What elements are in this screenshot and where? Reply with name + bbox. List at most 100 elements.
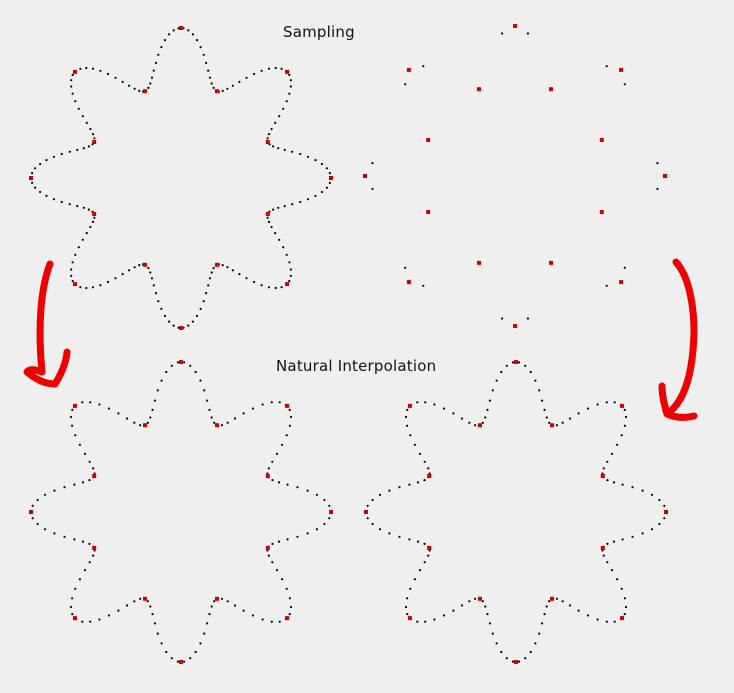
curve-dot xyxy=(388,489,391,492)
curve-dot xyxy=(266,137,269,140)
curve-dot xyxy=(172,324,175,327)
curve-dot xyxy=(404,83,407,86)
curve-dot xyxy=(416,620,419,623)
curve-dot xyxy=(416,401,419,404)
curve-dot xyxy=(474,597,477,600)
curve-dot xyxy=(271,542,274,546)
curve-dot xyxy=(233,417,237,420)
sample-point xyxy=(514,660,518,664)
curve-dot xyxy=(602,554,605,557)
curve-dot xyxy=(81,481,85,484)
curve-dot xyxy=(612,481,616,484)
sample-point xyxy=(363,174,367,178)
curve-dot xyxy=(278,620,281,623)
curve-dot xyxy=(641,532,644,535)
curve-dot xyxy=(170,657,173,660)
curve-dot xyxy=(568,604,572,607)
curve-dot xyxy=(291,150,294,153)
sample-point xyxy=(92,546,97,550)
curve-dot xyxy=(202,300,205,303)
curve-dot xyxy=(586,407,590,410)
curve-dot xyxy=(283,148,286,151)
curve-dot xyxy=(208,277,212,280)
curve-dot xyxy=(226,421,229,424)
sample-point xyxy=(513,324,517,328)
curve-dot xyxy=(460,604,464,607)
curve-dot xyxy=(296,535,299,538)
curve-dot xyxy=(231,84,234,87)
curve-dot xyxy=(139,424,142,427)
curve-dot xyxy=(270,127,273,131)
curve-dot xyxy=(76,148,79,151)
curve-dot xyxy=(245,76,248,79)
curve-dot xyxy=(163,39,167,42)
curve-dot xyxy=(208,76,212,79)
sample-point xyxy=(143,423,147,428)
curve-dot xyxy=(555,597,559,600)
curve-dot xyxy=(168,33,171,36)
curve-dot xyxy=(60,200,63,204)
curve-dot xyxy=(77,107,80,110)
curve-dot xyxy=(545,605,548,608)
sample-point xyxy=(29,176,33,180)
curve-dot xyxy=(88,460,91,463)
curve-dot xyxy=(299,200,302,204)
curve-dot xyxy=(260,69,263,72)
curve-dot xyxy=(146,600,149,603)
curve-dot xyxy=(81,620,84,623)
curve-dot xyxy=(151,613,154,616)
curve-dot xyxy=(81,401,84,404)
curve-dot xyxy=(278,238,281,241)
sample-point xyxy=(600,474,605,478)
curve-dot xyxy=(44,528,47,531)
sample-point xyxy=(550,423,554,428)
curve-dot xyxy=(409,587,412,590)
curve-dot xyxy=(500,650,503,654)
curve-dot xyxy=(605,65,608,68)
curve-dot xyxy=(543,613,546,616)
curve-dot xyxy=(76,205,79,208)
sample-point xyxy=(265,212,270,216)
curve-dot xyxy=(147,267,150,270)
curve-dot xyxy=(71,92,74,95)
sample-point xyxy=(477,260,481,265)
curve-dot xyxy=(160,307,163,310)
curve-dot xyxy=(210,82,213,85)
panel-top-right xyxy=(363,24,667,328)
curve-dot xyxy=(107,407,111,410)
curve-dot xyxy=(199,46,202,49)
curve-dot xyxy=(442,614,446,617)
curve-dot xyxy=(194,370,197,374)
curve-dot xyxy=(524,364,527,367)
curve-dot xyxy=(606,460,609,463)
curve-dot xyxy=(91,133,95,136)
curve-dot xyxy=(89,225,92,229)
curve-dot xyxy=(605,284,608,287)
curve-dot xyxy=(526,317,530,320)
curve-dot xyxy=(106,280,110,284)
curve-dot xyxy=(404,605,408,609)
curve-dot xyxy=(93,137,96,140)
curve-dot xyxy=(538,389,541,392)
curve-dot xyxy=(125,604,129,607)
curve-dot xyxy=(210,271,213,274)
sample-point xyxy=(407,403,412,408)
curve-dot xyxy=(641,489,644,492)
curve-dot xyxy=(658,498,661,502)
curve-dot xyxy=(30,181,34,184)
curve-dot xyxy=(147,86,150,89)
curve-dot xyxy=(424,620,427,623)
curve-dot xyxy=(620,587,623,590)
curve-dot xyxy=(545,416,548,419)
curve-dot xyxy=(275,452,279,455)
curve-dot xyxy=(36,498,39,502)
curve-dot xyxy=(226,87,229,90)
curve-dot xyxy=(286,538,289,541)
curve-dot xyxy=(418,569,422,572)
curve-dot xyxy=(160,642,163,645)
curve-dot xyxy=(278,115,281,118)
curve-dot xyxy=(289,274,292,277)
curve-dot xyxy=(151,408,154,411)
curve-dot xyxy=(468,421,471,424)
curve-dot xyxy=(379,493,382,496)
